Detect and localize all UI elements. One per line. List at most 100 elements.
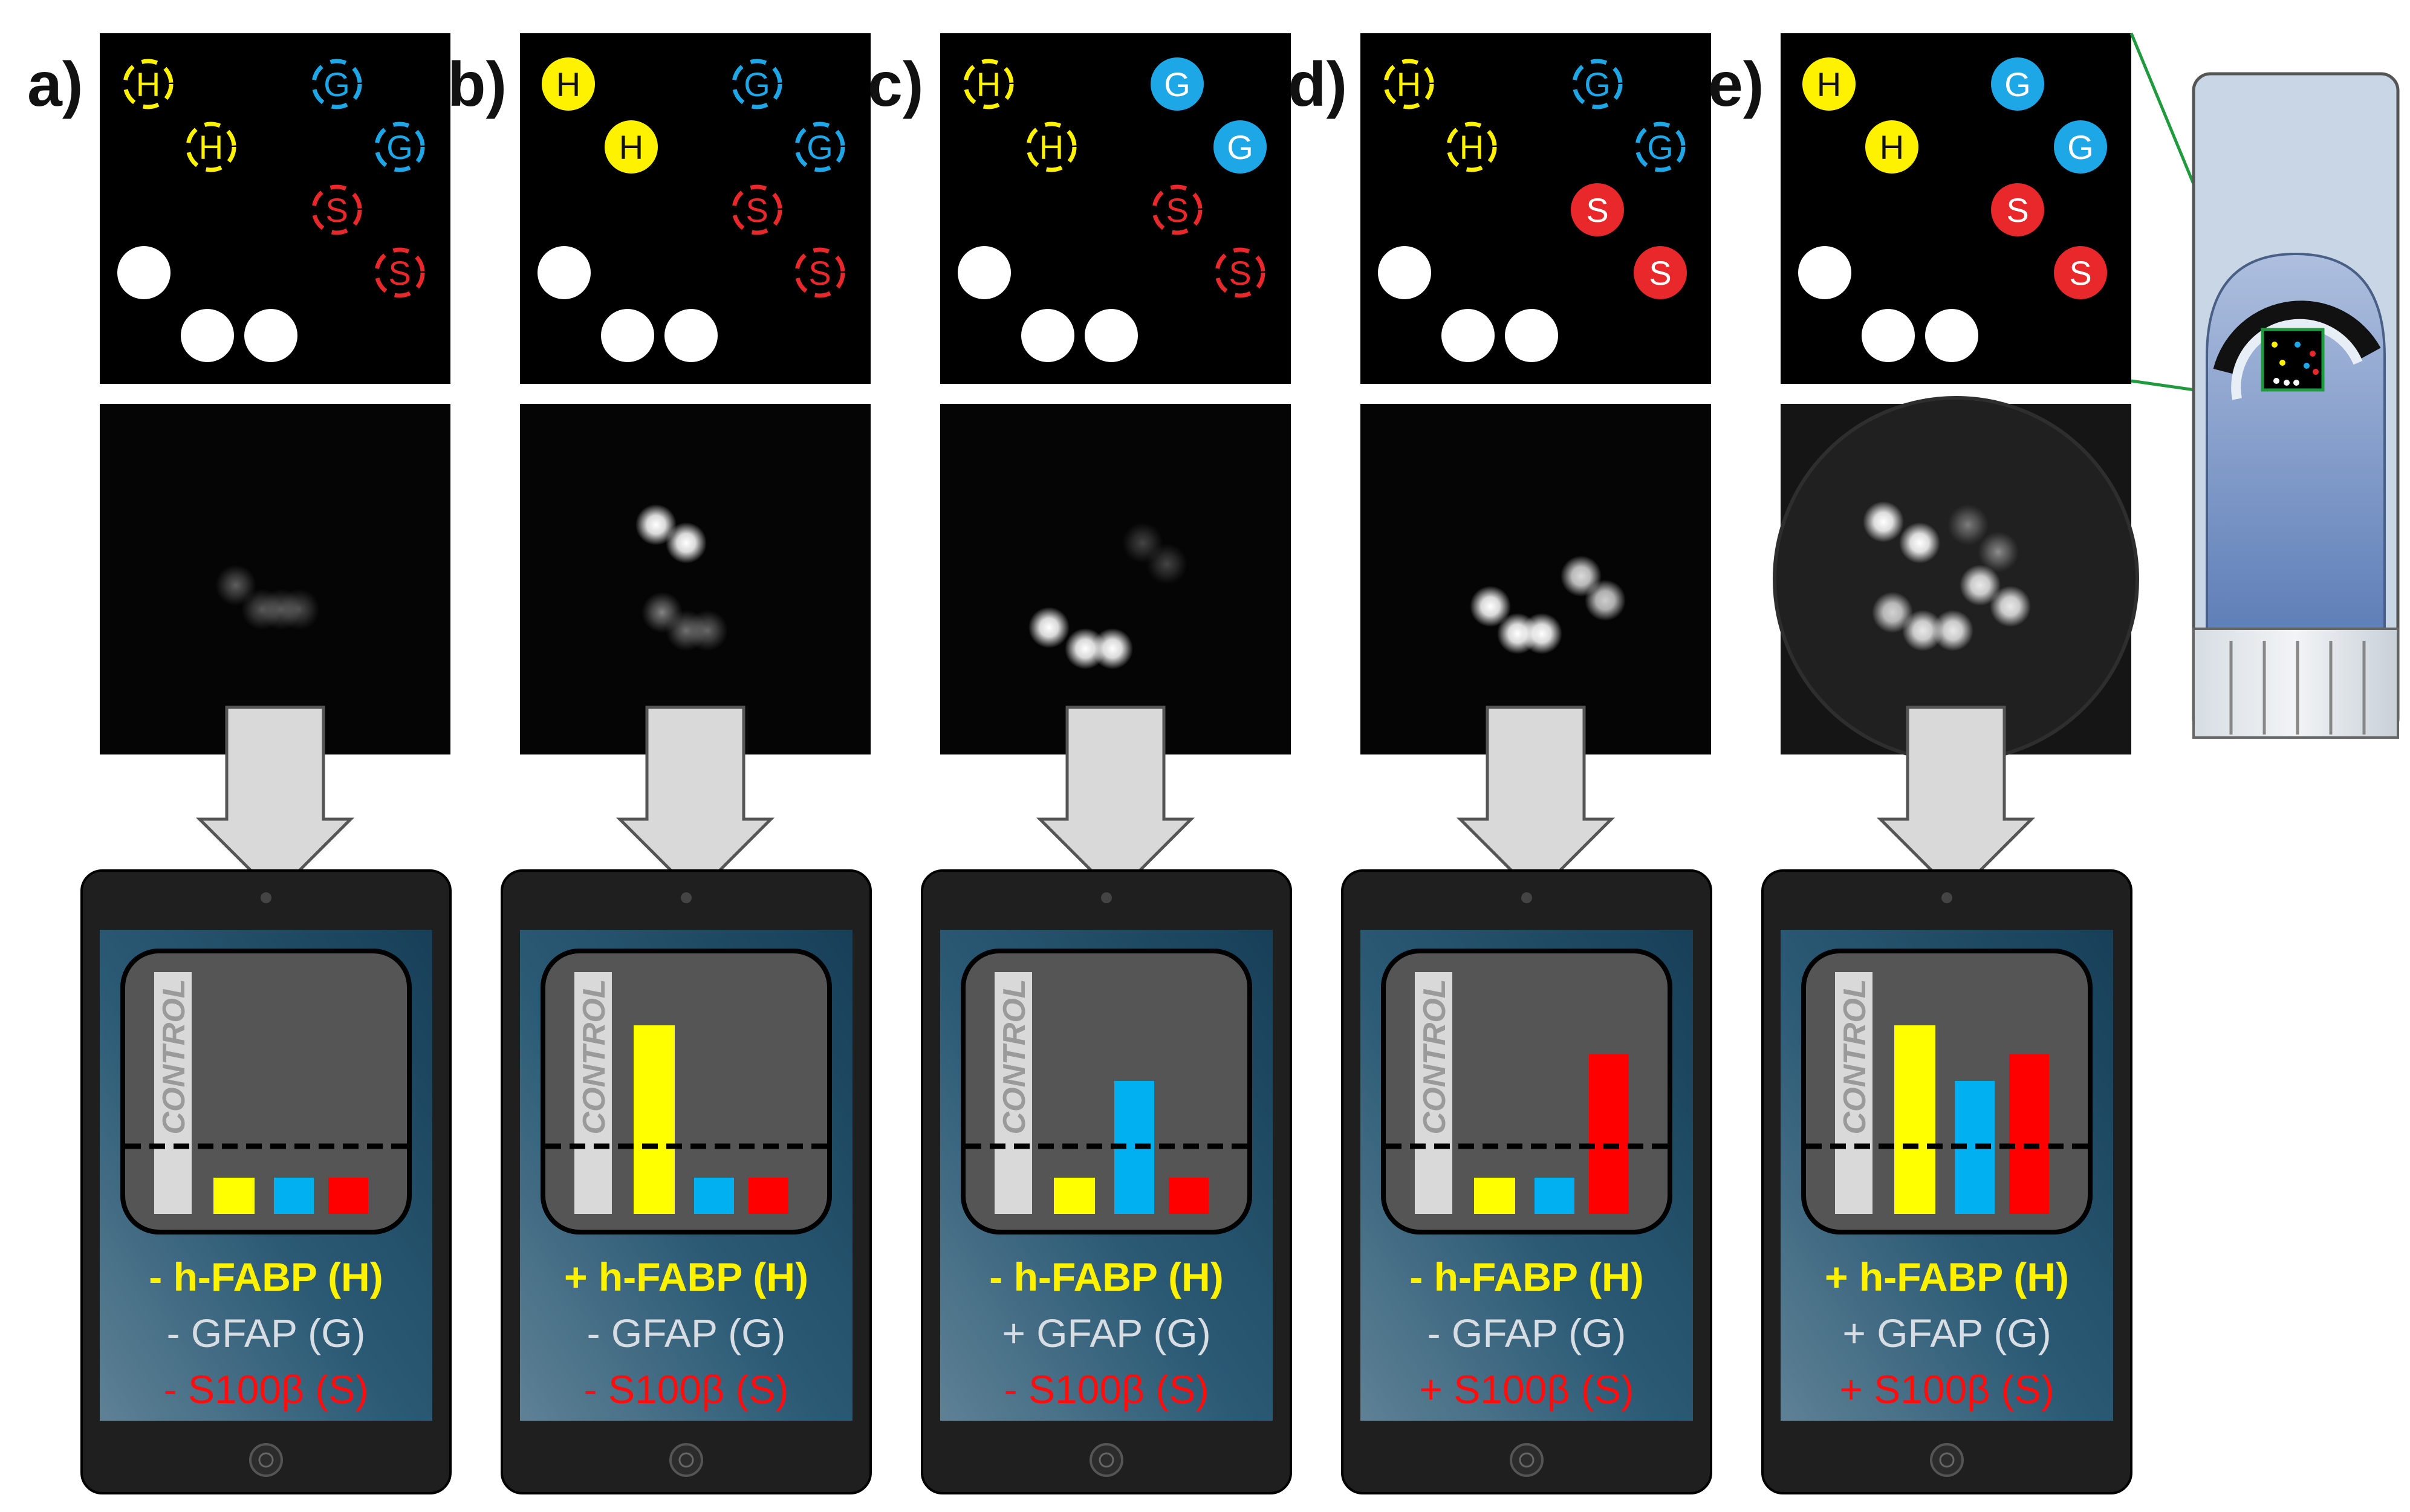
spot-label: S xyxy=(2069,254,2091,292)
result-line: + h-FABP (H) xyxy=(564,1254,808,1299)
spot-label: S xyxy=(745,191,768,229)
camera-dot xyxy=(1521,892,1532,903)
spot-S-empty xyxy=(1215,247,1265,298)
spot-label: G xyxy=(1164,65,1190,103)
spot-S-empty xyxy=(794,247,845,298)
spot-label: G xyxy=(744,65,770,103)
control-spot xyxy=(244,309,297,362)
spot-label: S xyxy=(1229,254,1251,292)
spot-label: G xyxy=(386,128,413,166)
chart-panel xyxy=(961,949,1252,1235)
fluorescence-image xyxy=(940,404,1291,754)
fluorescent-spot xyxy=(1947,504,1989,545)
down-arrow xyxy=(195,706,355,897)
spot-G-filled xyxy=(1151,57,1204,111)
camera-dot xyxy=(1941,892,1952,903)
control-spot xyxy=(1798,246,1851,299)
home-button-inner xyxy=(1099,1452,1114,1468)
bar-S xyxy=(749,1178,788,1214)
home-button xyxy=(249,1443,283,1477)
spot-label: H xyxy=(976,65,1001,103)
cartridge-contacts xyxy=(2192,628,2399,739)
camera-dot xyxy=(1101,892,1112,903)
spot-S-filled xyxy=(1991,183,2044,236)
result-line: - h-FABP (H) xyxy=(989,1254,1223,1299)
array-dot-control xyxy=(2273,378,2279,384)
spot-S-filled xyxy=(1571,183,1624,236)
bar-control xyxy=(995,972,1032,1214)
spot-H-empty xyxy=(1446,122,1497,172)
panel-letter: d) xyxy=(1288,50,1347,120)
bar-H xyxy=(1894,1025,1935,1214)
fluorescent-spot xyxy=(1932,610,1973,651)
spot-label: G xyxy=(2004,65,2031,103)
control-spot xyxy=(181,309,234,362)
fluorescence-image xyxy=(100,404,450,754)
spot-label: S xyxy=(1649,254,1671,292)
spot-label: S xyxy=(1586,191,1608,229)
spot-label: S xyxy=(808,254,831,292)
fluorescent-spot xyxy=(1990,586,2031,627)
control-label: CONTROL xyxy=(1837,979,1872,1134)
result-line: + GFAP (G) xyxy=(1002,1311,1210,1355)
spot-label: G xyxy=(1227,128,1253,166)
fluorescent-spot xyxy=(1902,610,1943,651)
panel-letter: e) xyxy=(1708,50,1764,120)
array-dot xyxy=(2310,351,2316,357)
chart-panel xyxy=(120,949,412,1235)
spot-label: H xyxy=(1397,65,1421,103)
home-button xyxy=(1090,1443,1123,1477)
fluorescent-spot xyxy=(215,565,256,606)
spot-G-filled xyxy=(1213,120,1267,174)
bar-G xyxy=(274,1178,314,1214)
bar-H xyxy=(213,1178,255,1214)
fluorescent-spot xyxy=(1978,531,2019,573)
result-line: + h-FABP (H) xyxy=(1825,1254,2069,1299)
spot-S-filled xyxy=(2054,246,2107,299)
fluorescent-spot xyxy=(1028,607,1070,648)
fluorescent-spot xyxy=(635,504,677,545)
spot-G-empty xyxy=(311,59,362,109)
fluorescent-spot xyxy=(279,589,320,630)
spot-label: H xyxy=(619,128,643,166)
spot-label: G xyxy=(1647,128,1674,166)
bar-G xyxy=(694,1178,734,1214)
array-dot xyxy=(2313,369,2319,375)
fluorescent-spot xyxy=(687,610,728,651)
spot-G-empty xyxy=(794,122,845,172)
array-dot xyxy=(2295,342,2301,348)
spot-label: G xyxy=(323,65,350,103)
spot-label: H xyxy=(1460,128,1484,166)
control-spot xyxy=(1085,309,1138,362)
control-spot xyxy=(664,309,718,362)
fluorescent-spot xyxy=(1521,613,1562,654)
array-dot-control xyxy=(2293,380,2299,386)
home-button xyxy=(669,1443,703,1477)
result-line: - GFAP (G) xyxy=(1427,1311,1626,1355)
down-arrow xyxy=(1456,706,1616,897)
spot-label: H xyxy=(1880,128,1904,166)
spot-label: S xyxy=(388,254,411,292)
control-label: CONTROL xyxy=(577,979,612,1134)
spot-G-filled xyxy=(2054,120,2107,174)
down-arrow xyxy=(615,706,775,897)
bar-S xyxy=(1589,1054,1629,1214)
spot-label: G xyxy=(1584,65,1611,103)
control-spot xyxy=(1378,246,1431,299)
control-label: CONTROL xyxy=(997,979,1032,1134)
fluorescent-spot xyxy=(1146,543,1187,585)
control-label: CONTROL xyxy=(157,979,192,1134)
result-line: + GFAP (G) xyxy=(1842,1311,2051,1355)
home-button xyxy=(1510,1443,1544,1477)
bar-G xyxy=(1535,1178,1574,1214)
spot-label: S xyxy=(1166,191,1188,229)
bar-control xyxy=(1415,972,1452,1214)
bar-H xyxy=(1054,1178,1095,1214)
spot-G-empty xyxy=(374,122,425,172)
spot-label: H xyxy=(556,65,580,103)
